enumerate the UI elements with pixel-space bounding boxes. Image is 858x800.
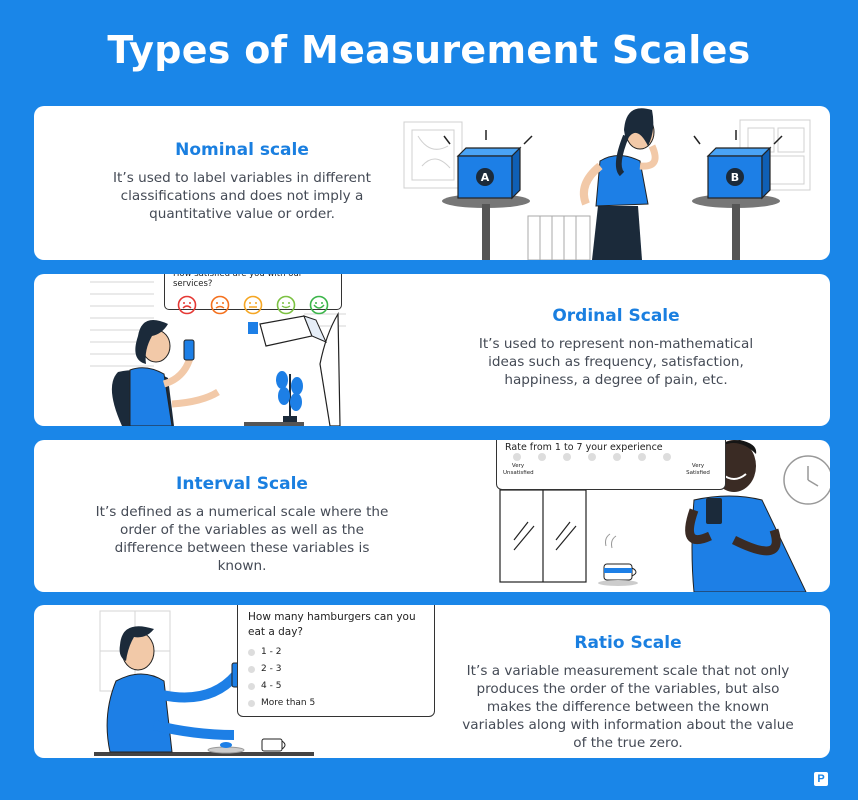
option-4[interactable]: More than 5: [248, 698, 434, 708]
person-rating-experience-illustration: [499, 440, 830, 592]
interval-scale-card: Interval Scale It’s defined as a numeric…: [34, 440, 830, 592]
option-3[interactable]: 4 - 5: [248, 681, 434, 691]
ordinal-scale-text: Ordinal Scale It’s used to represent non…: [466, 306, 766, 389]
rating-dot[interactable]: [638, 453, 646, 461]
very-unsatisfied-label: Very Unsatisfied: [503, 463, 534, 476]
experience-question: Rate from 1 to 7 your experience: [505, 442, 663, 453]
very-satisfied-label: Very Satisfied: [686, 463, 710, 476]
ratio-scale-card: Ratio Scale It’s a variable measurement …: [34, 605, 830, 758]
option-2[interactable]: 2 - 3: [248, 664, 434, 674]
satisfaction-question: How satisfied are you with our services?: [173, 274, 303, 289]
brand-logo-icon: P: [814, 772, 828, 786]
ordinal-scale-card: Ordinal Scale It’s used to represent non…: [34, 274, 830, 426]
ratio-scale-heading: Ratio Scale: [574, 633, 682, 653]
radio-icon: [248, 682, 255, 690]
interval-scale-text: Interval Scale It’s defined as a numeric…: [92, 474, 392, 575]
rating-dot[interactable]: [663, 453, 671, 461]
box-b: B: [706, 146, 772, 200]
page-title: Types of Measurement Scales: [107, 28, 751, 72]
interval-scale-description: It’s defined as a numerical scale where …: [95, 504, 389, 574]
nominal-scale-heading: Nominal scale: [175, 140, 309, 160]
ratio-scale-description: It’s a variable measurement scale that n…: [462, 663, 794, 751]
hamburger-survey-bubble: How many hamburgers can you eat a day? 1…: [237, 605, 435, 717]
person-rating-satisfaction-illustration: [90, 281, 346, 426]
satisfaction-faces: [177, 295, 341, 319]
hamburger-question: How many hamburgers can you eat a day?: [248, 611, 416, 638]
box-a-label: A: [481, 171, 490, 184]
nominal-scale-card: Nominal scale It’s used to label variabl…: [34, 106, 830, 260]
satisfaction-survey-bubble: How satisfied are you with our services?: [164, 274, 342, 315]
happy-face-icon[interactable]: [276, 295, 296, 319]
very-happy-face-icon[interactable]: [309, 295, 329, 319]
rating-dot[interactable]: [538, 453, 546, 461]
option-1[interactable]: 1 - 2: [248, 647, 434, 657]
ordinal-scale-description: It’s used to represent non-mathematical …: [478, 336, 754, 388]
neutral-face-icon[interactable]: [243, 295, 263, 319]
rating-dot[interactable]: [513, 453, 521, 461]
experience-rating-bubble: Rate from 1 to 7 your experience Very Un…: [496, 440, 726, 490]
radio-icon: [248, 665, 255, 673]
rating-dot[interactable]: [563, 453, 571, 461]
person-comparing-boxes-illustration: A B: [403, 108, 811, 260]
radio-icon: [248, 648, 255, 656]
rating-dot[interactable]: [588, 453, 596, 461]
rating-dot[interactable]: [613, 453, 621, 461]
box-a: A: [456, 146, 522, 200]
unhappy-face-icon[interactable]: [210, 295, 230, 319]
very-unhappy-face-icon[interactable]: [177, 295, 197, 319]
interval-scale-heading: Interval Scale: [176, 474, 308, 494]
ratio-scale-text: Ratio Scale It’s a variable measurement …: [458, 633, 798, 752]
box-b-label: B: [731, 171, 739, 184]
ordinal-scale-heading: Ordinal Scale: [552, 306, 680, 326]
nominal-scale-description: It’s used to label variables in differen…: [113, 170, 371, 222]
nominal-scale-text: Nominal scale It’s used to label variabl…: [92, 140, 392, 223]
radio-icon: [248, 699, 255, 707]
hamburger-options: 1 - 2 2 - 3 4 - 5 More than 5: [248, 647, 434, 708]
